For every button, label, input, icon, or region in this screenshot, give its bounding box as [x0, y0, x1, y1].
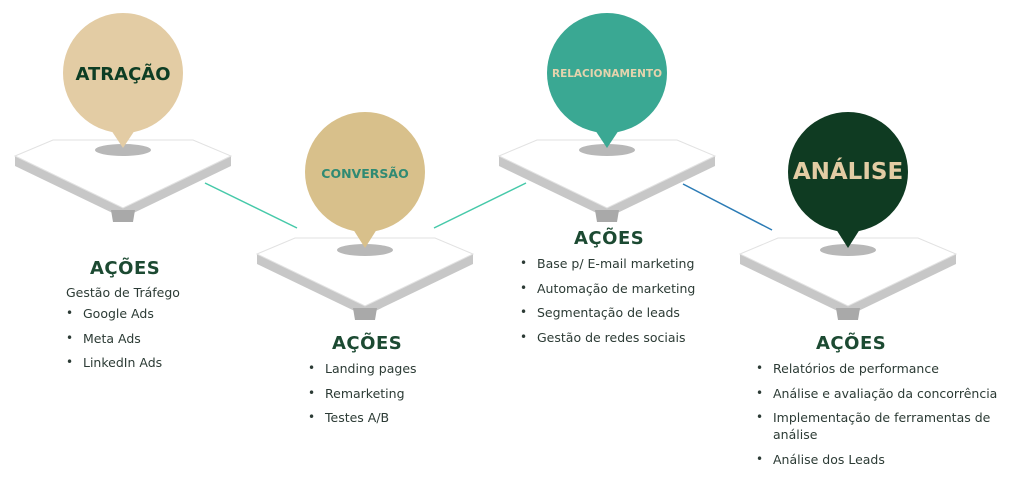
- list-item: Análise e avaliação da concorrência: [756, 385, 1018, 402]
- list-item: Remarketing: [308, 385, 488, 402]
- list-item: Automação de marketing: [520, 280, 730, 297]
- list-item: Meta Ads: [66, 330, 246, 347]
- actions-atracao: AÇÕES Gestão de Tráfego Google Ads Meta …: [66, 258, 246, 379]
- stage-label-analise: ANÁLISE: [792, 159, 904, 185]
- actions-list: Google Ads Meta Ads LinkedIn Ads: [66, 305, 246, 371]
- actions-title: AÇÕES: [816, 333, 887, 354]
- platform-notch: [836, 308, 860, 320]
- connector-line: [433, 182, 527, 229]
- actions-list: Relatórios de performance Análise e aval…: [756, 360, 1018, 468]
- pin-shadow: [337, 244, 393, 256]
- list-item: Google Ads: [66, 305, 246, 322]
- platform-notch: [595, 210, 619, 222]
- pins: [63, 13, 908, 248]
- actions-relacionamento: AÇÕES Base p/ E-mail marketing Automação…: [520, 228, 730, 353]
- platform-top: [13, 139, 233, 209]
- list-item: LinkedIn Ads: [66, 354, 246, 371]
- actions-conversao: AÇÕES Landing pages Remarketing Testes A…: [308, 333, 488, 434]
- list-item: Segmentação de leads: [520, 304, 730, 321]
- list-item: Landing pages: [308, 360, 488, 377]
- pin-circle: [547, 13, 667, 133]
- list-item: Testes A/B: [308, 409, 488, 426]
- actions-title: AÇÕES: [574, 228, 645, 249]
- connector-line: [204, 182, 298, 229]
- pin-tip: [351, 226, 379, 248]
- list-item: Gestão de redes sociais: [520, 329, 730, 346]
- pin-shadow: [95, 144, 151, 156]
- actions-list: Base p/ E-mail marketing Automação de ma…: [520, 255, 730, 346]
- stage-label-relacionamento: RELACIONAMENTO: [551, 68, 663, 80]
- pin-circle: [788, 112, 908, 232]
- platform-top: [738, 237, 958, 307]
- stage-label-conversao: CONVERSÃO: [321, 165, 409, 181]
- actions-intro: Gestão de Tráfego: [66, 285, 180, 300]
- platform-top: [255, 237, 475, 307]
- pin-tip: [593, 127, 621, 148]
- platforms: [13, 139, 958, 320]
- pin-tip: [109, 127, 137, 148]
- actions-list: Landing pages Remarketing Testes A/B: [308, 360, 488, 426]
- pin-circle: [305, 112, 425, 232]
- actions-title: AÇÕES: [90, 258, 161, 279]
- platform-notch: [353, 308, 377, 320]
- platform-notch: [111, 210, 135, 222]
- actions-title: AÇÕES: [332, 333, 403, 354]
- platform-top: [497, 139, 717, 209]
- actions-analise: AÇÕES Relatórios de performance Análise …: [756, 333, 1018, 475]
- list-item: Relatórios de performance: [756, 360, 1018, 377]
- pin-shadow: [820, 244, 876, 256]
- pin-shadow: [579, 144, 635, 156]
- list-item: Implementação de ferramentas de análise: [756, 409, 1018, 443]
- list-item: Análise dos Leads: [756, 451, 1018, 468]
- connectors: [204, 182, 773, 231]
- list-item: Base p/ E-mail marketing: [520, 255, 730, 272]
- stage-label-atracao: ATRAÇÃO: [75, 63, 171, 85]
- pin-circle: [63, 13, 183, 133]
- pin-tip: [834, 226, 862, 248]
- connector-line: [682, 183, 773, 231]
